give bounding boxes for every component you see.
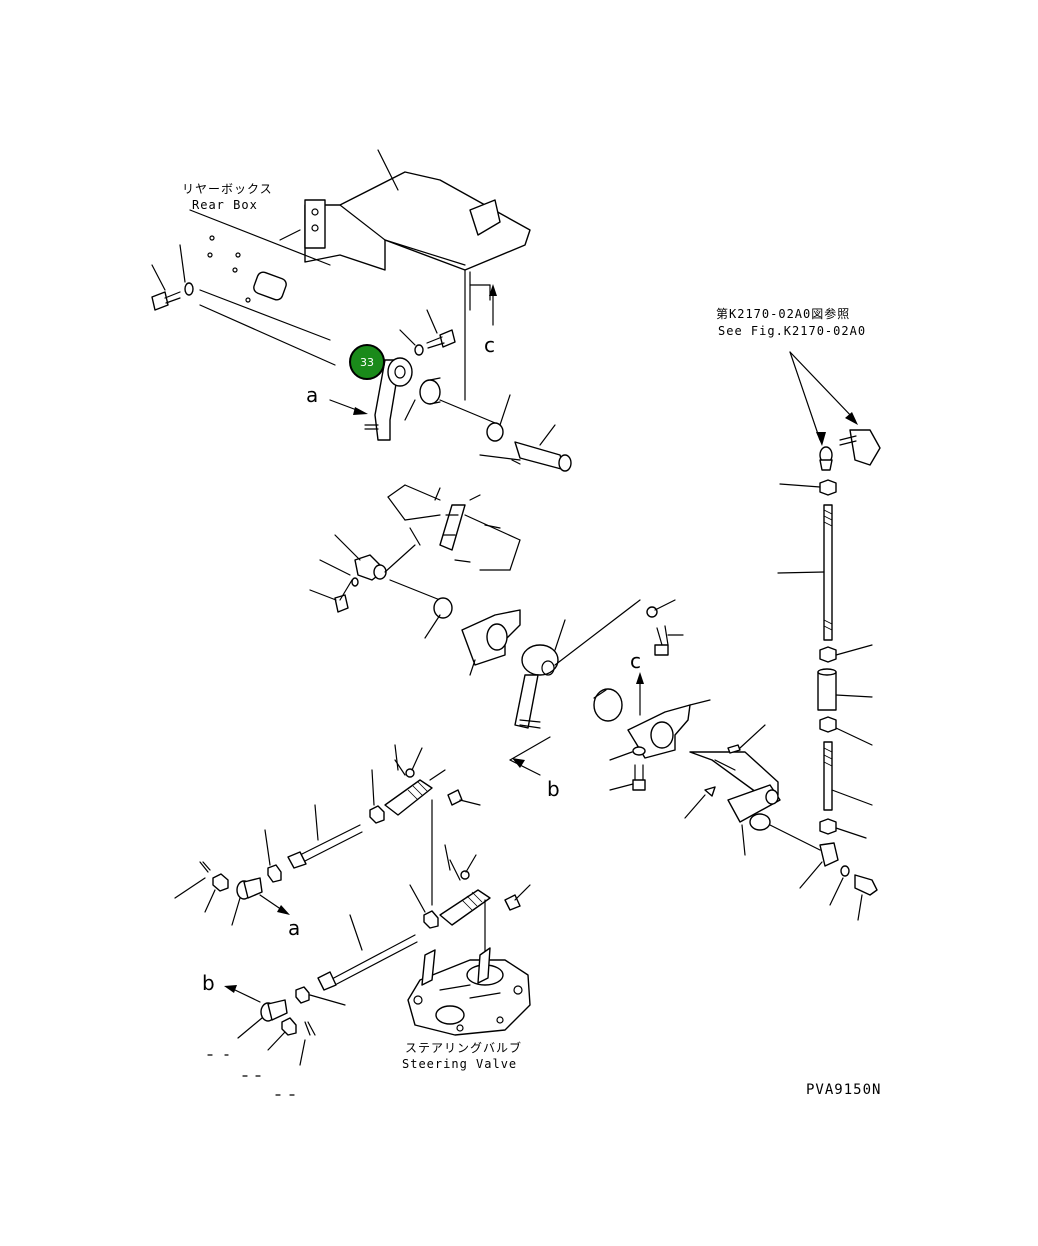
- washer-bolt-right: [646, 599, 684, 656]
- bearing-bracket-mid: [461, 609, 521, 676]
- see-fig-label-en: See Fig.K2170-02A0: [718, 324, 866, 338]
- steering-valve-label-jp: ステアリングバルブ: [405, 1040, 522, 1055]
- upper-rod-lower-left: [264, 744, 481, 906]
- arrow-a-top: [329, 399, 368, 415]
- rear-box-outline: [189, 209, 336, 366]
- view-marker-c-top: c: [484, 333, 495, 357]
- view-marker-b-bottom: b: [202, 971, 215, 995]
- lever-arm-mid: [514, 599, 641, 729]
- view-marker-c-mid: c: [630, 649, 641, 673]
- arrow-b-mid: [509, 736, 551, 776]
- nut-pin-lower-left: [174, 861, 290, 926]
- collar-upper: [486, 394, 511, 442]
- bolt-upper-mid: [414, 329, 456, 356]
- clevis-lower: [207, 985, 316, 1096]
- view-marker-b-mid: b: [547, 777, 560, 801]
- drawing-id: PVA9150N: [806, 1082, 881, 1098]
- part-callout-33[interactable]: 33: [349, 344, 385, 380]
- lower-rod-lower-left: [295, 844, 531, 1006]
- view-marker-a-top: a: [306, 383, 318, 407]
- view-marker-a-bottom: a: [288, 916, 300, 940]
- steering-valve-label-en: Steering Valve: [402, 1057, 517, 1071]
- rear-box-bracket: [304, 171, 531, 401]
- shaft-upper: [479, 424, 572, 472]
- see-fig-arrows: [789, 351, 858, 446]
- see-fig-label-jp: 第K2170-02A0図参照: [716, 306, 850, 321]
- collar-mid: [424, 597, 453, 639]
- bushing-upper: [419, 377, 441, 405]
- rear-box-label-en: Rear Box: [192, 198, 258, 212]
- bolt-left-top: [151, 244, 194, 311]
- link-bracket: [387, 484, 521, 571]
- callout-circle[interactable]: [349, 344, 385, 380]
- upper-lever: [364, 357, 413, 441]
- arrow-c-top: [489, 284, 497, 326]
- arrow-c-mid: [636, 672, 644, 716]
- rod-assembly-right: [769, 429, 881, 921]
- mid-clamp: [309, 534, 441, 613]
- rear-box-label-jp: リヤーボックス: [182, 182, 273, 196]
- bearing-bracket-right: [593, 688, 711, 791]
- shaft-lever-lower-right: [684, 724, 781, 856]
- steering-valve: [407, 947, 531, 1036]
- callout-number[interactable]: 33: [360, 356, 374, 369]
